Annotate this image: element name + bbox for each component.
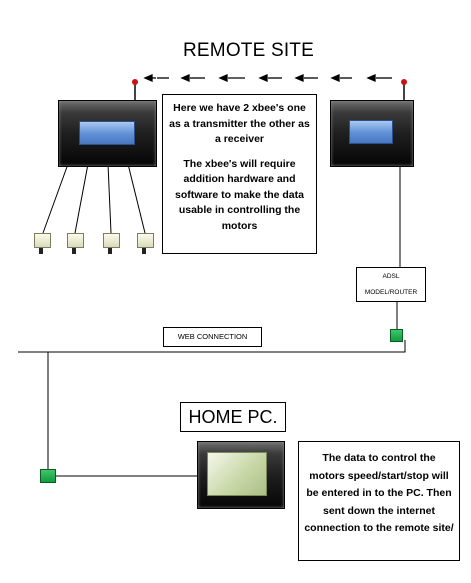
home-pc-device bbox=[197, 441, 285, 509]
transmitter-device bbox=[58, 100, 157, 167]
receiver-antenna-tip bbox=[401, 79, 407, 85]
router-label-line2: MODEL/ROUTER bbox=[364, 289, 418, 296]
motor bbox=[103, 233, 120, 254]
web-connection-label: WEB CONNECTION bbox=[163, 327, 262, 347]
motor-wires bbox=[42, 163, 146, 234]
remote-note: Here we have 2 xbee's one as a transmitt… bbox=[162, 94, 317, 254]
signal-arrow bbox=[366, 74, 392, 82]
adsl-router: ADSL MODEL/ROUTER bbox=[356, 267, 426, 302]
home-note: The data to control the motors speed/sta… bbox=[298, 441, 460, 561]
motor bbox=[34, 233, 51, 254]
home-pc-title: HOME PC. bbox=[180, 402, 286, 432]
remote-site-title: REMOTE SITE bbox=[183, 40, 314, 61]
remote-note-paragraph-2: The xbee's will require addition hardwar… bbox=[175, 157, 304, 232]
router-connector bbox=[390, 329, 403, 342]
signal-arrow bbox=[330, 74, 352, 82]
router-label-line1: ADSL bbox=[382, 273, 400, 280]
signal-arrow bbox=[218, 74, 245, 82]
transmitter-screen bbox=[79, 121, 135, 145]
receiver-screen bbox=[349, 120, 393, 144]
motor bbox=[137, 233, 154, 254]
remote-note-paragraph-1: Here we have 2 xbee's one as a transmitt… bbox=[169, 102, 310, 145]
signal-arrow bbox=[258, 74, 282, 82]
pc-connector bbox=[40, 469, 56, 483]
signal-arrow bbox=[143, 74, 169, 82]
home-pc-screen bbox=[207, 452, 267, 496]
signal-arrow bbox=[294, 74, 318, 82]
signal-arrows bbox=[143, 74, 392, 82]
motor bbox=[67, 233, 84, 254]
signal-arrow bbox=[180, 74, 205, 82]
internet-line bbox=[18, 340, 406, 353]
receiver-device bbox=[330, 100, 414, 167]
transmitter-antenna-tip bbox=[132, 79, 138, 85]
